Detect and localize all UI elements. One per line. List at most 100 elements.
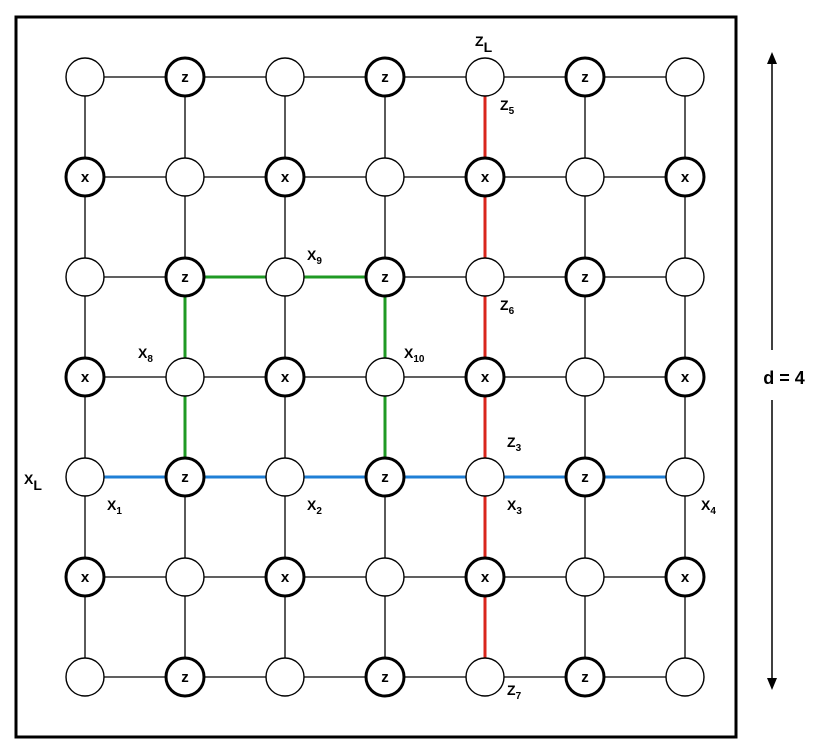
x-stabilizer-node: x — [664, 556, 706, 598]
label-z6-base: Z — [500, 297, 509, 313]
data-qubit-node — [265, 657, 305, 697]
label-x2: X2 — [307, 497, 322, 517]
x-node-label: x — [281, 369, 290, 386]
label-x4-subscript: 4 — [710, 506, 716, 517]
x-stabilizer-node: x — [664, 356, 706, 398]
label-z5-base: Z — [500, 97, 509, 113]
z-node-label: z — [381, 69, 389, 86]
label-XL-subscript: L — [33, 477, 42, 493]
z-stabilizer-node: z — [164, 456, 206, 498]
data-qubit-node — [365, 157, 405, 197]
label-z7-base: Z — [507, 682, 516, 698]
data-qubit-node — [565, 557, 605, 597]
data-qubit-node — [165, 557, 205, 597]
data-qubit-node — [565, 157, 605, 197]
data-qubit-node — [665, 657, 705, 697]
label-x1: X1 — [107, 497, 122, 517]
label-z5: Z5 — [500, 97, 515, 117]
x-stabilizer-node: x — [464, 556, 506, 598]
distance-indicator: d = 4 — [763, 52, 805, 690]
data-qubit-node — [465, 257, 505, 297]
label-x3-base: X — [507, 497, 517, 513]
z-node-label: z — [581, 469, 589, 486]
label-x8-base: X — [138, 345, 148, 361]
z-stabilizer-node: z — [564, 56, 606, 98]
x-stabilizer-node: x — [264, 356, 306, 398]
z-stabilizer-node: z — [564, 456, 606, 498]
label-XL: XL — [24, 471, 42, 493]
z-node-label: z — [381, 469, 389, 486]
label-x9: X9 — [307, 247, 322, 267]
data-qubit-node — [665, 57, 705, 97]
x-node-label: x — [281, 169, 290, 186]
x-node-label: x — [681, 169, 690, 186]
x-stabilizer-node: x — [64, 156, 106, 198]
data-qubit-node — [665, 257, 705, 297]
x-node-label: x — [281, 569, 290, 586]
label-z7: Z7 — [507, 682, 522, 702]
data-qubit-node — [365, 357, 405, 397]
data-qubit-node — [465, 657, 505, 697]
x-stabilizer-node: x — [64, 556, 106, 598]
z-stabilizer-node: z — [564, 256, 606, 298]
label-x3-subscript: 3 — [516, 506, 522, 517]
arrow-up-icon — [767, 52, 777, 64]
x-node-label: x — [481, 169, 490, 186]
data-qubit-node — [465, 457, 505, 497]
data-qubit-node — [365, 557, 405, 597]
label-x10-base: X — [404, 345, 414, 361]
z-node-label: z — [381, 669, 389, 686]
x-node-label: x — [81, 369, 90, 386]
label-z7-subscript: 7 — [516, 691, 522, 702]
x-stabilizer-node: x — [64, 356, 106, 398]
label-x3: X3 — [507, 497, 522, 517]
z-stabilizer-node: z — [164, 56, 206, 98]
label-x2-subscript: 2 — [316, 506, 322, 517]
distance-label: d = 4 — [763, 368, 805, 388]
label-x9-subscript: 9 — [316, 256, 322, 267]
data-qubit-node — [165, 357, 205, 397]
x-node-label: x — [81, 569, 90, 586]
data-qubit-node — [65, 257, 105, 297]
label-z6-subscript: 6 — [509, 306, 515, 317]
z-stabilizer-node: z — [364, 656, 406, 698]
label-ZL-subscript: L — [484, 39, 493, 55]
label-x8: X8 — [138, 345, 153, 365]
label-x9-base: X — [307, 247, 317, 263]
label-x4-base: X — [701, 497, 711, 513]
data-qubit-node — [565, 357, 605, 397]
z-stabilizer-node: z — [164, 256, 206, 298]
x-node-label: x — [481, 569, 490, 586]
label-x1-base: X — [107, 497, 117, 513]
z-node-label: z — [181, 69, 189, 86]
label-x10: X10 — [404, 345, 425, 365]
z-node-label: z — [381, 269, 389, 286]
arrow-down-icon — [767, 678, 777, 690]
label-x2-base: X — [307, 497, 317, 513]
label-z3: Z3 — [507, 434, 522, 454]
z-node-label: z — [181, 469, 189, 486]
z-node-label: z — [181, 669, 189, 686]
z-stabilizer-node: z — [564, 656, 606, 698]
z-stabilizer-node: z — [364, 56, 406, 98]
label-z3-subscript: 3 — [516, 443, 522, 454]
data-qubit-node — [265, 57, 305, 97]
data-qubit-node — [265, 257, 305, 297]
data-qubit-node — [665, 457, 705, 497]
x-node-label: x — [81, 169, 90, 186]
data-qubit-node — [465, 57, 505, 97]
label-ZL: ZL — [475, 33, 493, 55]
z-stabilizer-node: z — [364, 256, 406, 298]
label-z3-base: Z — [507, 434, 516, 450]
label-ZL-base: Z — [475, 33, 484, 49]
data-qubit-node — [65, 657, 105, 697]
x-node-label: x — [481, 369, 490, 386]
x-stabilizer-node: x — [464, 356, 506, 398]
x-node-label: x — [681, 569, 690, 586]
data-qubit-node — [65, 457, 105, 497]
x-node-label: x — [681, 369, 690, 386]
z-node-label: z — [181, 269, 189, 286]
label-x1-subscript: 1 — [116, 506, 122, 517]
lattice-nodes: z z z x x x x z z z x x x x z z z x x x x z z z — [64, 56, 706, 698]
